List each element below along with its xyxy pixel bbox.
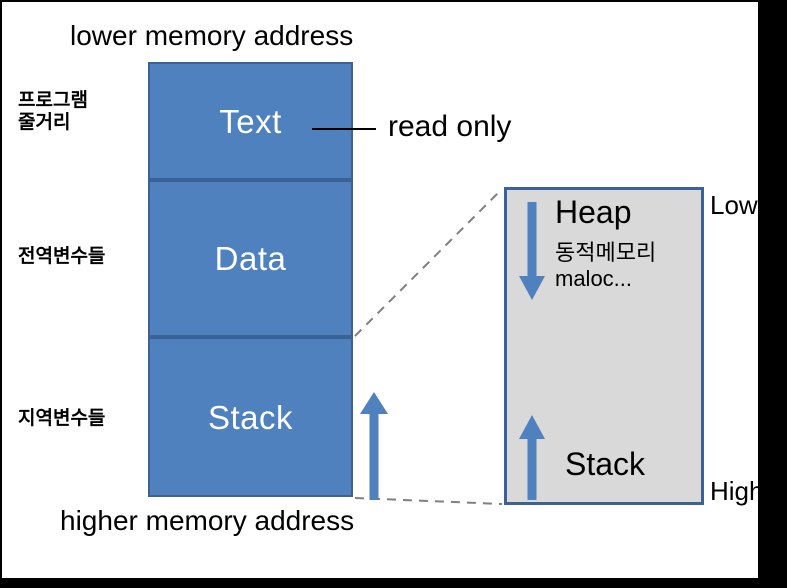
segment-data: Data xyxy=(148,180,353,337)
detail-stack-label: Stack xyxy=(565,446,646,482)
stack-growth-arrow-icon xyxy=(360,392,388,500)
segment-text-label: Text xyxy=(219,102,282,140)
segment-data-label: Data xyxy=(214,240,287,277)
heap-stack-detail-box: Heap 동적메모리 maloc... Stack xyxy=(504,187,704,505)
heap-description: 동적메모리 maloc... xyxy=(555,240,657,291)
segment-stack: Stack xyxy=(148,337,353,497)
heap-growth-down-arrow-icon xyxy=(519,202,545,300)
higher-memory-address-label: higher memory address xyxy=(60,505,355,536)
stack-growth-up-arrow-icon xyxy=(519,415,545,500)
slide-canvas: lower memory address Text Data Stack 프로그… xyxy=(0,0,760,580)
heap-label: Heap xyxy=(555,194,632,230)
lower-memory-address-label: lower memory address xyxy=(70,20,354,51)
read-only-annotation: read only xyxy=(388,110,512,143)
high-address-marker: High xyxy=(710,476,760,506)
read-only-leader-line xyxy=(312,128,376,130)
callout-line-upper xyxy=(354,188,503,337)
low-address-marker: Low xyxy=(710,190,758,220)
letterbox-bottom xyxy=(0,580,787,588)
memory-layout-column: Text Data Stack xyxy=(148,62,353,497)
segment-text: Text xyxy=(148,62,353,180)
side-label-stack-segment: 지역변수들 xyxy=(18,408,106,429)
side-label-data-segment: 전역변수들 xyxy=(18,246,106,267)
letterbox-right xyxy=(760,0,787,588)
side-label-text-segment: 프로그램 줄거리 xyxy=(18,90,88,134)
segment-stack-label: Stack xyxy=(207,398,294,436)
